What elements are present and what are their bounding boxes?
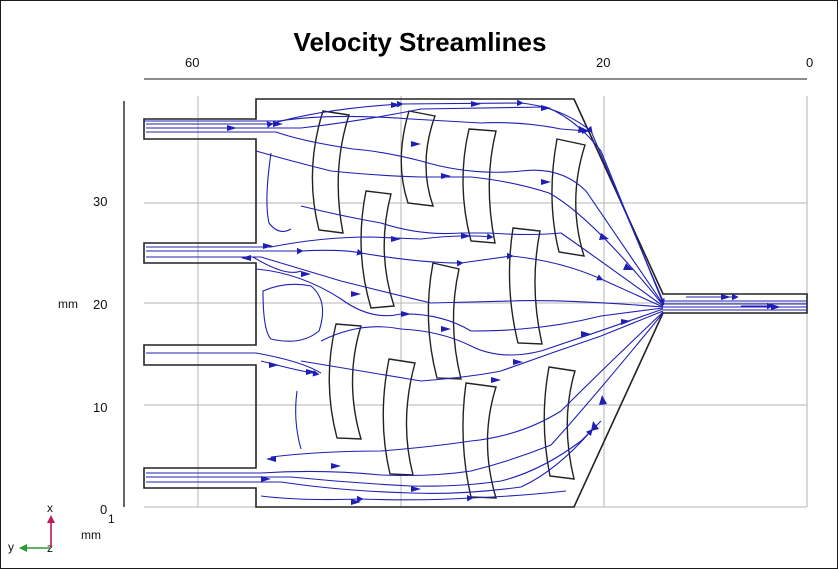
y-tick-30: 30 — [93, 194, 108, 209]
baffles — [311, 110, 586, 499]
x-tick-60: 60 — [185, 55, 200, 70]
triad-y-head — [19, 544, 27, 552]
streamlines — [144, 99, 807, 503]
scale-value: 1 — [108, 512, 115, 526]
scale-unit: mm — [81, 528, 101, 542]
y-tick-0: 0 — [100, 502, 108, 517]
x-tick-20: 20 — [596, 55, 611, 70]
plot-title: Velocity Streamlines — [293, 27, 547, 57]
triad-x-label: x — [47, 501, 53, 515]
flow-arrows — [227, 101, 781, 505]
mixer-outline — [143, 98, 808, 508]
y-tick-20: 20 — [93, 297, 108, 312]
triad-y-label: y — [8, 540, 14, 554]
axis-triad — [19, 515, 55, 552]
y-unit-label: mm — [58, 297, 78, 311]
x-tick-0: 0 — [806, 55, 814, 70]
triad-x-head — [47, 515, 55, 523]
y-tick-10: 10 — [93, 400, 108, 415]
